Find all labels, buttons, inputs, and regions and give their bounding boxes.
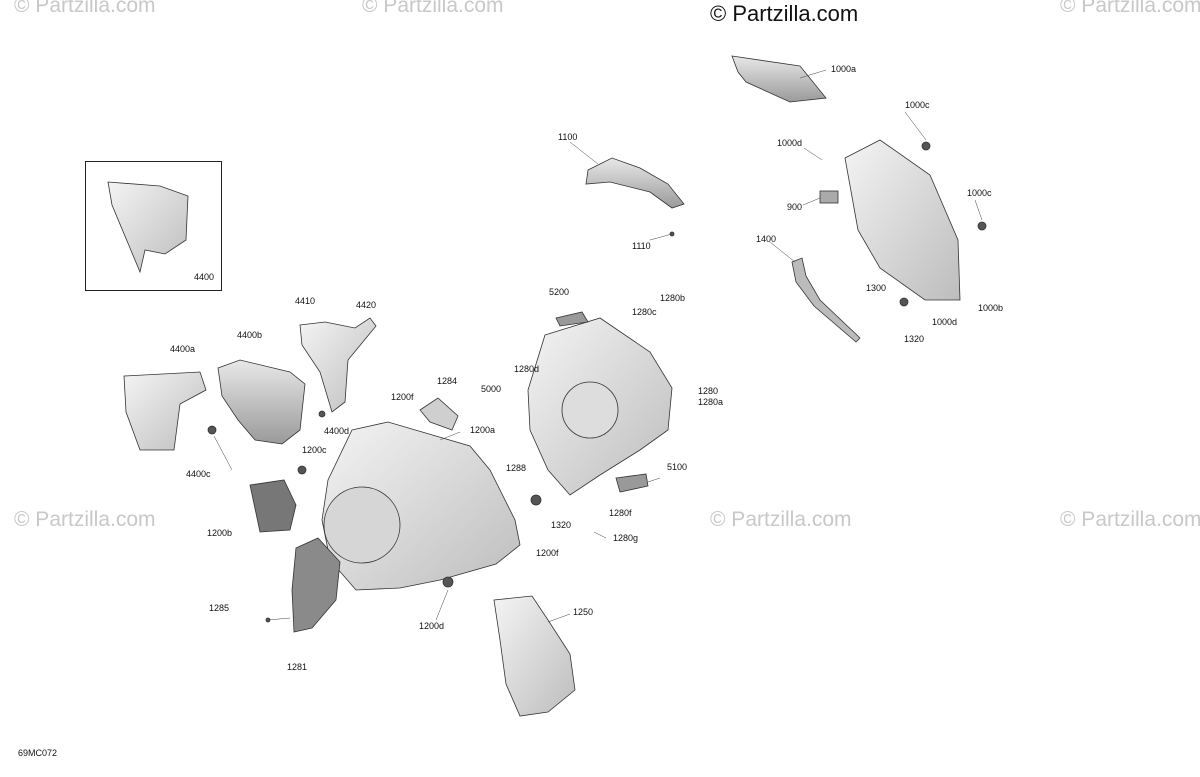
part-5200 [555, 311, 589, 327]
fastener-1288 [530, 494, 542, 506]
callout-1200f: 1200f [391, 392, 414, 402]
part-900 [819, 190, 839, 204]
watermark: © Partzilla.com [1060, 508, 1200, 531]
callout-1400: 1400 [756, 234, 777, 244]
callout-4420: 4420 [356, 300, 377, 310]
callout-4400c: 4400c [186, 469, 211, 479]
callout-4400a: 4400a [170, 344, 196, 354]
callout-1000b: 1000b [978, 303, 1004, 313]
callout-1200d: 1200d [419, 621, 445, 631]
callout-1000d: 1000d [777, 138, 803, 148]
leader [974, 199, 983, 221]
callout-1280a: 1280a [698, 397, 724, 407]
leader [593, 531, 607, 539]
part-1281 [291, 537, 341, 633]
leader [569, 141, 599, 165]
leader [904, 111, 927, 141]
callout-5000: 5000 [481, 384, 502, 394]
callout-1280g: 1280g [613, 533, 639, 543]
fastener-4400c [207, 425, 217, 435]
leader [769, 241, 796, 263]
callout-1250: 1250 [573, 607, 594, 617]
inset-frame [85, 161, 222, 291]
watermark: © Partzilla.com [710, 508, 852, 531]
callout-1200c: 1200c [302, 445, 327, 455]
watermark: © Partzilla.com [14, 0, 156, 17]
fastener-4400d [318, 410, 326, 418]
part-right-cover [844, 139, 961, 301]
callout-5200: 5200 [549, 287, 570, 297]
leader [435, 589, 449, 621]
fastener-1300 [899, 297, 909, 307]
callout-1000c: 1000c [905, 100, 930, 110]
callout-1280c: 1280c [632, 307, 657, 317]
part-1200b [249, 479, 297, 533]
leader [802, 197, 821, 206]
leader [649, 233, 673, 241]
callout-4410: 4410 [295, 296, 316, 306]
callout-1281: 1281 [287, 662, 308, 672]
callout-1280f: 1280f [609, 508, 632, 518]
callout-1285: 1285 [209, 603, 230, 613]
callout-1280d: 1280d [514, 364, 540, 374]
watermark: © Partzilla.com [1060, 0, 1200, 17]
part-4400-inset [107, 181, 189, 274]
part-1280-dial [561, 381, 619, 439]
callout-1280: 1280 [698, 386, 719, 396]
callout-1280b: 1280b [660, 293, 686, 303]
callout-1320: 1320 [551, 520, 572, 530]
callout-1000c: 1000c [967, 188, 992, 198]
callout-4400b: 4400b [237, 330, 263, 340]
part-4400b [217, 359, 306, 445]
leader [439, 431, 461, 441]
callout-1110: 1110 [632, 241, 651, 251]
fastener-1200c [297, 465, 307, 475]
part-5100 [615, 473, 649, 493]
leader [803, 147, 823, 161]
callout-1320: 1320 [904, 334, 925, 344]
callout-1288: 1288 [506, 463, 527, 473]
watermark-main: © Partzilla.com [710, 1, 859, 26]
part-1100 [585, 157, 685, 209]
fastener-1200d [442, 576, 454, 588]
part-4410 [299, 317, 377, 413]
leader [267, 617, 291, 621]
leader [799, 69, 827, 79]
callout-1100: 1100 [558, 132, 578, 142]
callout-4400d: 4400d [324, 426, 350, 436]
watermark: © Partzilla.com [362, 0, 504, 17]
callout-1000d: 1000d [932, 317, 958, 327]
leader [547, 613, 571, 623]
part-4400a [123, 371, 207, 451]
fastener-1000c [921, 141, 931, 151]
callout-1200b: 1200b [207, 528, 233, 538]
fastener-1000c-b [977, 221, 987, 231]
part-1250 [493, 595, 576, 717]
inset-label: 4400 [194, 272, 215, 282]
callout-1300: 1300 [866, 283, 887, 293]
callout-1284: 1284 [437, 376, 458, 386]
callout-1200a: 1200a [470, 425, 496, 435]
part-1284 [419, 397, 459, 431]
diagram-code: 69MC072 [18, 748, 58, 758]
part-1000a [731, 55, 827, 103]
leader [647, 477, 661, 483]
callout-900: 900 [787, 202, 803, 212]
callout-1200f: 1200f [536, 548, 559, 558]
leader [213, 435, 233, 471]
callout-5100: 5100 [667, 462, 688, 472]
part-1200a-dial [323, 486, 401, 564]
part-1400 [791, 257, 861, 343]
callout-1000a: 1000a [831, 64, 857, 74]
watermark: © Partzilla.com [14, 508, 156, 531]
